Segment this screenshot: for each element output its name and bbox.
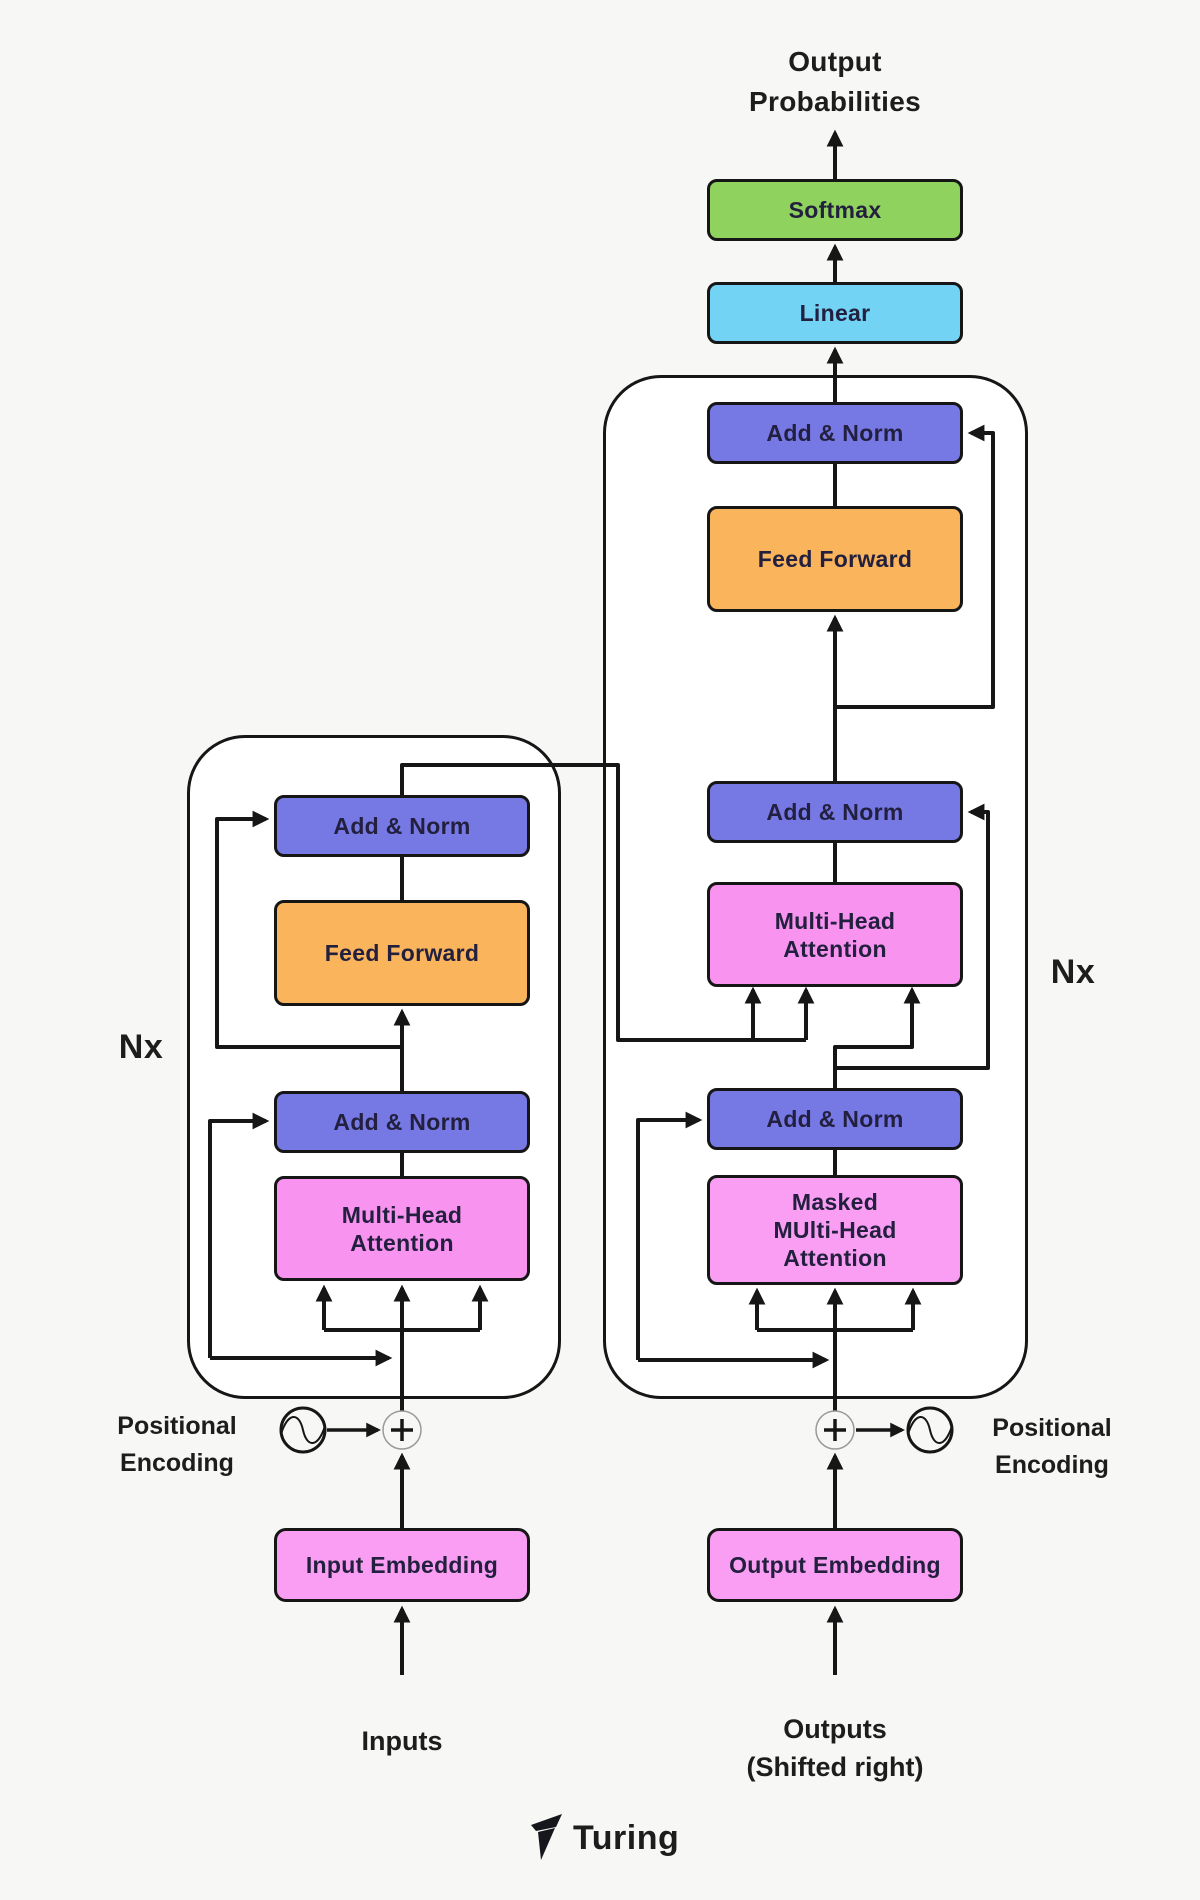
masked-multi-head-attention-box: Masked MUlti-Head Attention [707,1175,963,1285]
inputs-label: Inputs [361,1726,443,1756]
encoder-addnorm-bottom-box: Add & Norm [274,1091,530,1153]
output-embedding-box: Output Embedding [707,1528,963,1602]
enc-lower-skip [208,1112,270,1358]
decoder-addnorm-mid-box: Add & Norm [707,781,963,843]
turing-brand: Turing [529,1812,679,1864]
nx-label-left: Nx [118,1028,164,1066]
decoder-addnorm-top-box: Add & Norm [707,402,963,464]
dec-masked-skip [636,1111,703,1360]
positional-encoding-glyphs [279,1406,954,1454]
positional-encoding-label-left: Positional Encoding [117,1412,237,1477]
dec-top-feedback [835,424,995,709]
nx-label-right: Nx [1050,953,1096,991]
sine-wave-left-icon [280,1416,326,1444]
dec-masked-out-to-mha-v [833,986,921,1088]
encoder-multi-head-attention-box: Multi-Head Attention [274,1176,530,1281]
decoder-multi-head-attention-box: Multi-Head Attention [707,882,963,987]
linear-box: Linear [707,282,963,344]
flow-lines [208,129,995,1675]
encoder-output-bridge [400,763,806,1042]
plus-sign-right-icon [824,1419,846,1441]
encoder-addnorm-top-box: Add & Norm [274,795,530,857]
turing-brand-text: Turing [573,1818,680,1857]
positional-encoding-label-right: Positional Encoding [992,1414,1112,1479]
softmax-box: Softmax [707,179,963,241]
decoder-addnorm-bottom-box: Add & Norm [707,1088,963,1150]
turing-logo-icon [531,1814,562,1860]
sine-wave-right-icon [907,1416,953,1444]
output-probabilities-label: Output Probabilities [749,46,921,117]
input-embedding-box: Input Embedding [274,1528,530,1602]
encoder-feed-forward-box: Feed Forward [274,900,530,1006]
enc-upper-skip [215,810,402,1049]
dec-mid-feedback [835,803,990,1070]
decoder-feed-forward-box: Feed Forward [707,506,963,612]
outputs-label: Outputs (Shifted right) [746,1714,924,1782]
plus-sign-left-icon [391,1419,413,1441]
